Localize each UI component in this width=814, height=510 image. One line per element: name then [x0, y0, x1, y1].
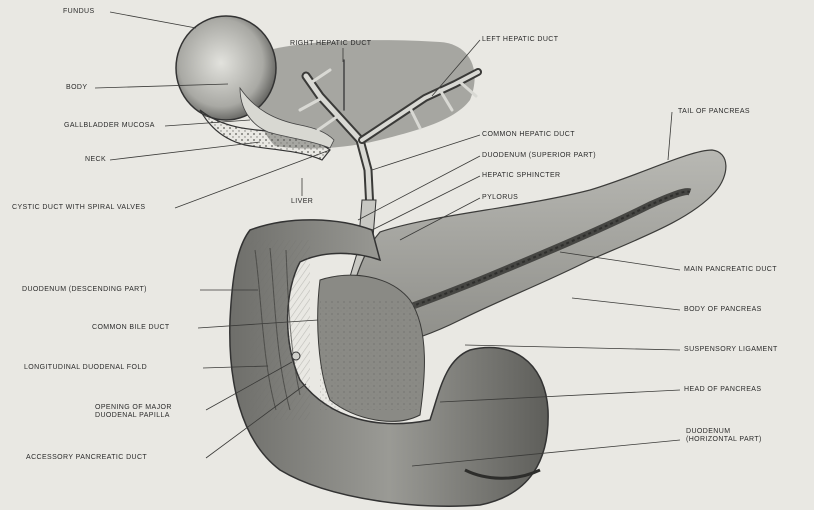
label-pylorus: PYLORUS [482, 194, 518, 202]
label-hepatic-sphincter: HEPATIC SPHINCTER [482, 172, 561, 180]
label-body-of-pancreas: BODY OF PANCREAS [684, 306, 762, 314]
label-duodenum-superior: DUODENUM (SUPERIOR PART) [482, 152, 596, 160]
label-liver: LIVER [291, 198, 313, 206]
label-longitudinal-fold: LONGITUDINAL DUODENAL FOLD [24, 364, 147, 372]
gallbladder-fundus [176, 16, 276, 120]
major-papilla [292, 352, 300, 360]
label-cystic-duct: CYSTIC DUCT WITH SPIRAL VALVES [12, 204, 146, 212]
label-gallbladder-mucosa: GALLBLADDER MUCOSA [64, 122, 155, 130]
label-opening-major-papilla: OPENING OF MAJOR DUODENAL PAPILLA [95, 404, 172, 420]
label-neck: NECK [85, 156, 106, 164]
label-head-of-pancreas: HEAD OF PANCREAS [684, 386, 761, 394]
label-tail-of-pancreas: TAIL OF PANCREAS [678, 108, 750, 116]
label-body: BODY [66, 84, 87, 92]
label-main-pancreatic-duct: MAIN PANCREATIC DUCT [684, 266, 777, 274]
label-common-hepatic-duct: COMMON HEPATIC DUCT [482, 131, 575, 139]
label-common-bile-duct: COMMON BILE DUCT [92, 324, 170, 332]
label-right-hepatic-duct: RIGHT HEPATIC DUCT [290, 40, 371, 48]
label-suspensory-ligament: SUSPENSORY LIGAMENT [684, 346, 778, 354]
label-duodenum-descending: DUODENUM (DESCENDING PART) [22, 286, 147, 294]
label-left-hepatic-duct: LEFT HEPATIC DUCT [482, 36, 558, 44]
label-duodenum-horizontal: DUODENUM (HORIZONTAL PART) [686, 428, 762, 444]
label-accessory-duct: ACCESSORY PANCREATIC DUCT [26, 454, 147, 462]
label-fundus: FUNDUS [63, 8, 95, 16]
